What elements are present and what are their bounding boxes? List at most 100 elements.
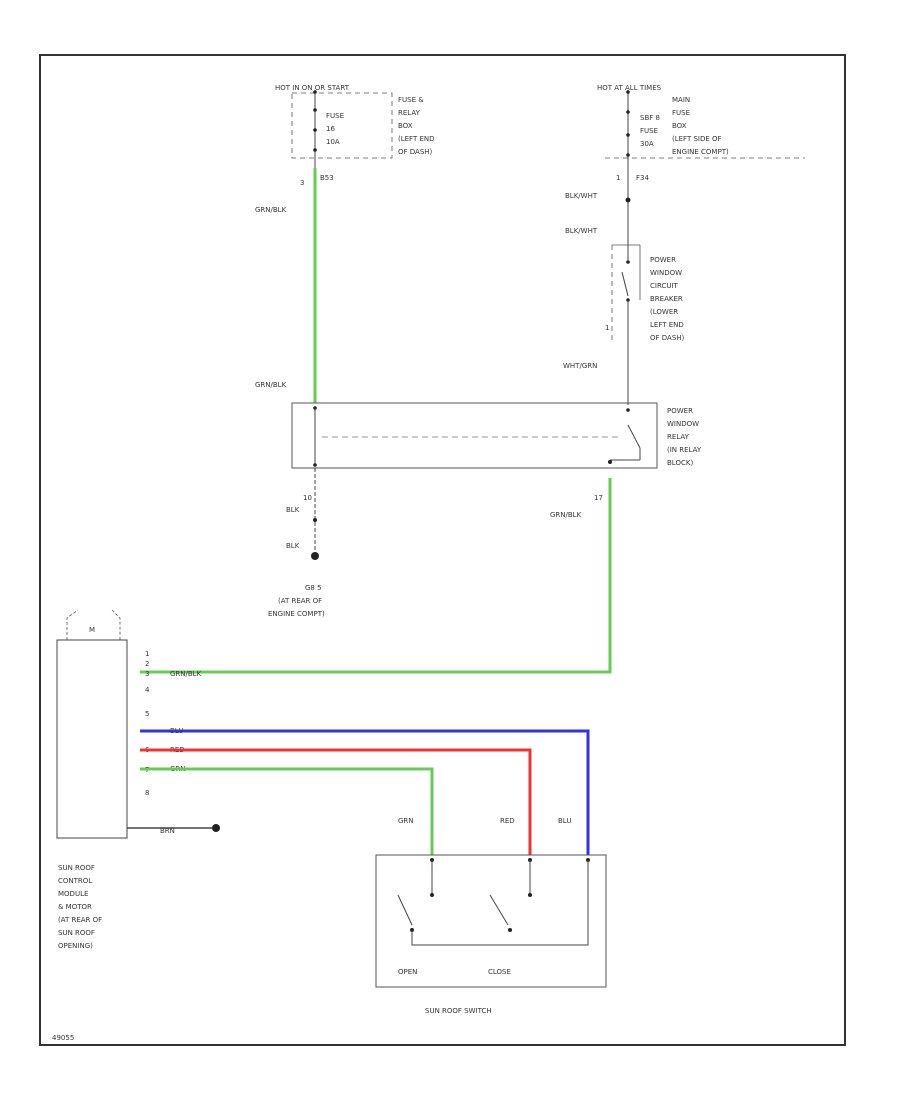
right-pin-label: 1 bbox=[616, 174, 620, 182]
ground-label-1: G8 5 bbox=[305, 584, 322, 592]
right-box-label-1: MAIN bbox=[672, 96, 690, 104]
switch-common-bus bbox=[411, 860, 589, 946]
right-fuse-dot-a bbox=[626, 110, 630, 114]
right-fuse-amp: 30A bbox=[640, 140, 654, 148]
module-box bbox=[56, 639, 128, 839]
right-box-label-4: (LEFT SIDE OF bbox=[672, 135, 722, 143]
ground-symbol bbox=[311, 552, 319, 560]
right-splice-dot bbox=[625, 197, 631, 203]
relay-ground-branch: 10 BLK BLK G8 5 (AT REAR OF ENGINE COMPT… bbox=[268, 468, 325, 618]
switch-label: SUN ROOF SWITCH bbox=[425, 1007, 492, 1015]
switch-red-label: RED bbox=[500, 817, 515, 825]
sunroof-switch: GRN RED BLU OPEN CLOSE SUN ROOF SWITCH bbox=[375, 817, 607, 1015]
relay-ground-pin: 10 bbox=[303, 494, 312, 502]
breaker-pin-label: 1 bbox=[605, 324, 609, 332]
breaker-label-6: LEFT END bbox=[650, 321, 684, 329]
module-pin-2: 2 bbox=[145, 660, 149, 668]
left-fuse-num: 16 bbox=[326, 125, 335, 133]
left-pin-label: 3 bbox=[300, 179, 304, 187]
left-source-label: HOT IN ON OR START bbox=[275, 84, 350, 92]
switch-box bbox=[375, 854, 607, 988]
breaker-dot-1 bbox=[626, 260, 630, 264]
module-label-5: (AT REAR OF bbox=[58, 916, 102, 924]
module-ground-symbol bbox=[212, 824, 220, 832]
module-label-6: SUN ROOF bbox=[58, 929, 95, 937]
right-fuse-name: SBF 8 bbox=[640, 114, 660, 122]
relay-left-bottom-dot bbox=[313, 463, 317, 467]
left-fuse-dot-top bbox=[313, 90, 317, 94]
left-box-label-1: FUSE & bbox=[398, 96, 424, 104]
switch-close-blade bbox=[489, 894, 509, 926]
relay-output-wire bbox=[140, 478, 612, 674]
relay-label-5: BLOCK) bbox=[667, 459, 693, 467]
right-fuse-label: FUSE bbox=[640, 127, 658, 135]
ground-wire1-label: BLK bbox=[286, 506, 300, 514]
breaker-label-5: (LOWER bbox=[650, 308, 678, 316]
left-fuse-box-outline bbox=[291, 92, 393, 159]
diagram-frame bbox=[39, 54, 846, 1046]
blu-wire bbox=[140, 729, 590, 855]
switch-open-blade bbox=[397, 894, 413, 926]
module-label-2: CONTROL bbox=[58, 877, 92, 885]
breaker-label-1: POWER bbox=[650, 256, 676, 264]
relay-label-4: (IN RELAY bbox=[667, 446, 702, 454]
figure-code: 49055 bbox=[52, 1034, 74, 1042]
switch-open-top-dot bbox=[430, 893, 434, 897]
module-pin-8: 8 bbox=[145, 789, 149, 797]
relay-out-wire-label: GRN/BLK bbox=[550, 511, 582, 519]
ground-wire2-label: BLK bbox=[286, 542, 300, 550]
ground-label-2: (AT REAR OF bbox=[278, 597, 322, 605]
right-box-label-2: FUSE bbox=[672, 109, 690, 117]
relay-right-top-dot bbox=[626, 408, 630, 412]
ground-splice-dot bbox=[313, 518, 317, 522]
right-box-label-3: BOX bbox=[672, 122, 687, 130]
right-fuse-group: HOT AT ALL TIMES SBF 8 FUSE 30A MAIN FUS… bbox=[565, 84, 805, 260]
sunroof-module: M 1 2 3 4 5 6 7 8 GRN/BLK BLU RED GRN BR… bbox=[56, 609, 220, 950]
relay-contact bbox=[627, 424, 641, 449]
switch-open-label: OPEN bbox=[398, 968, 417, 976]
relay-label-2: WINDOW bbox=[667, 420, 699, 428]
module-label-1: SUN ROOF bbox=[58, 864, 95, 872]
power-window-relay: POWER WINDOW RELAY (IN RELAY BLOCK) bbox=[291, 402, 702, 469]
left-wire-bottom-label: GRN/BLK bbox=[255, 381, 287, 389]
module-pin-5: 5 bbox=[145, 710, 149, 718]
switch-blu-label: BLU bbox=[558, 817, 571, 825]
motor-label: M bbox=[89, 626, 95, 634]
right-fuse-dot-c bbox=[626, 153, 630, 157]
switch-close-top-dot bbox=[528, 893, 532, 897]
right-conn-label: F34 bbox=[636, 174, 649, 182]
right-wire3-label: WHT/GRN bbox=[563, 362, 597, 370]
switch-close-bottom-dot bbox=[508, 928, 512, 932]
left-wire-top-label: GRN/BLK bbox=[255, 206, 287, 214]
right-fuse-dot-b bbox=[626, 133, 630, 137]
module-pin-1: 1 bbox=[145, 650, 149, 658]
relay-box bbox=[291, 402, 658, 469]
right-wire2-label: BLK/WHT bbox=[565, 227, 598, 235]
red-wire bbox=[140, 748, 532, 855]
right-fuse-dot-top bbox=[626, 90, 630, 94]
breaker-contact bbox=[621, 271, 629, 297]
switch-close-label: CLOSE bbox=[488, 968, 511, 976]
left-fuse-dot-b bbox=[313, 128, 317, 132]
left-fuse-dot-a bbox=[313, 108, 317, 112]
ground-label-3: ENGINE COMPT) bbox=[268, 610, 325, 618]
module-pin3-wire-label: GRN/BLK bbox=[170, 670, 202, 678]
module-pin-4: 4 bbox=[145, 686, 150, 694]
left-box-label-4: (LEFT END bbox=[398, 135, 435, 143]
module-label-7: OPENING) bbox=[58, 942, 93, 950]
motor-symbol bbox=[66, 609, 121, 640]
grn-wire bbox=[140, 767, 434, 855]
left-fuse-amp: 10A bbox=[326, 138, 340, 146]
left-box-label-5: OF DASH) bbox=[398, 148, 433, 156]
module-pin-3: 3 bbox=[145, 670, 149, 678]
circuit-breaker: POWER WINDOW CIRCUIT BREAKER (LOWER LEFT… bbox=[605, 244, 685, 342]
relay-label-3: RELAY bbox=[667, 433, 690, 441]
left-fuse-name: FUSE bbox=[326, 112, 344, 120]
module-label-3: MODULE bbox=[58, 890, 88, 898]
right-wire1-label: BLK/WHT bbox=[565, 192, 598, 200]
switch-grn-label: GRN bbox=[398, 817, 414, 825]
left-fuse-dot-c bbox=[313, 148, 317, 152]
module-label-4: & MOTOR bbox=[58, 903, 92, 911]
left-conn-label: B53 bbox=[320, 174, 334, 182]
